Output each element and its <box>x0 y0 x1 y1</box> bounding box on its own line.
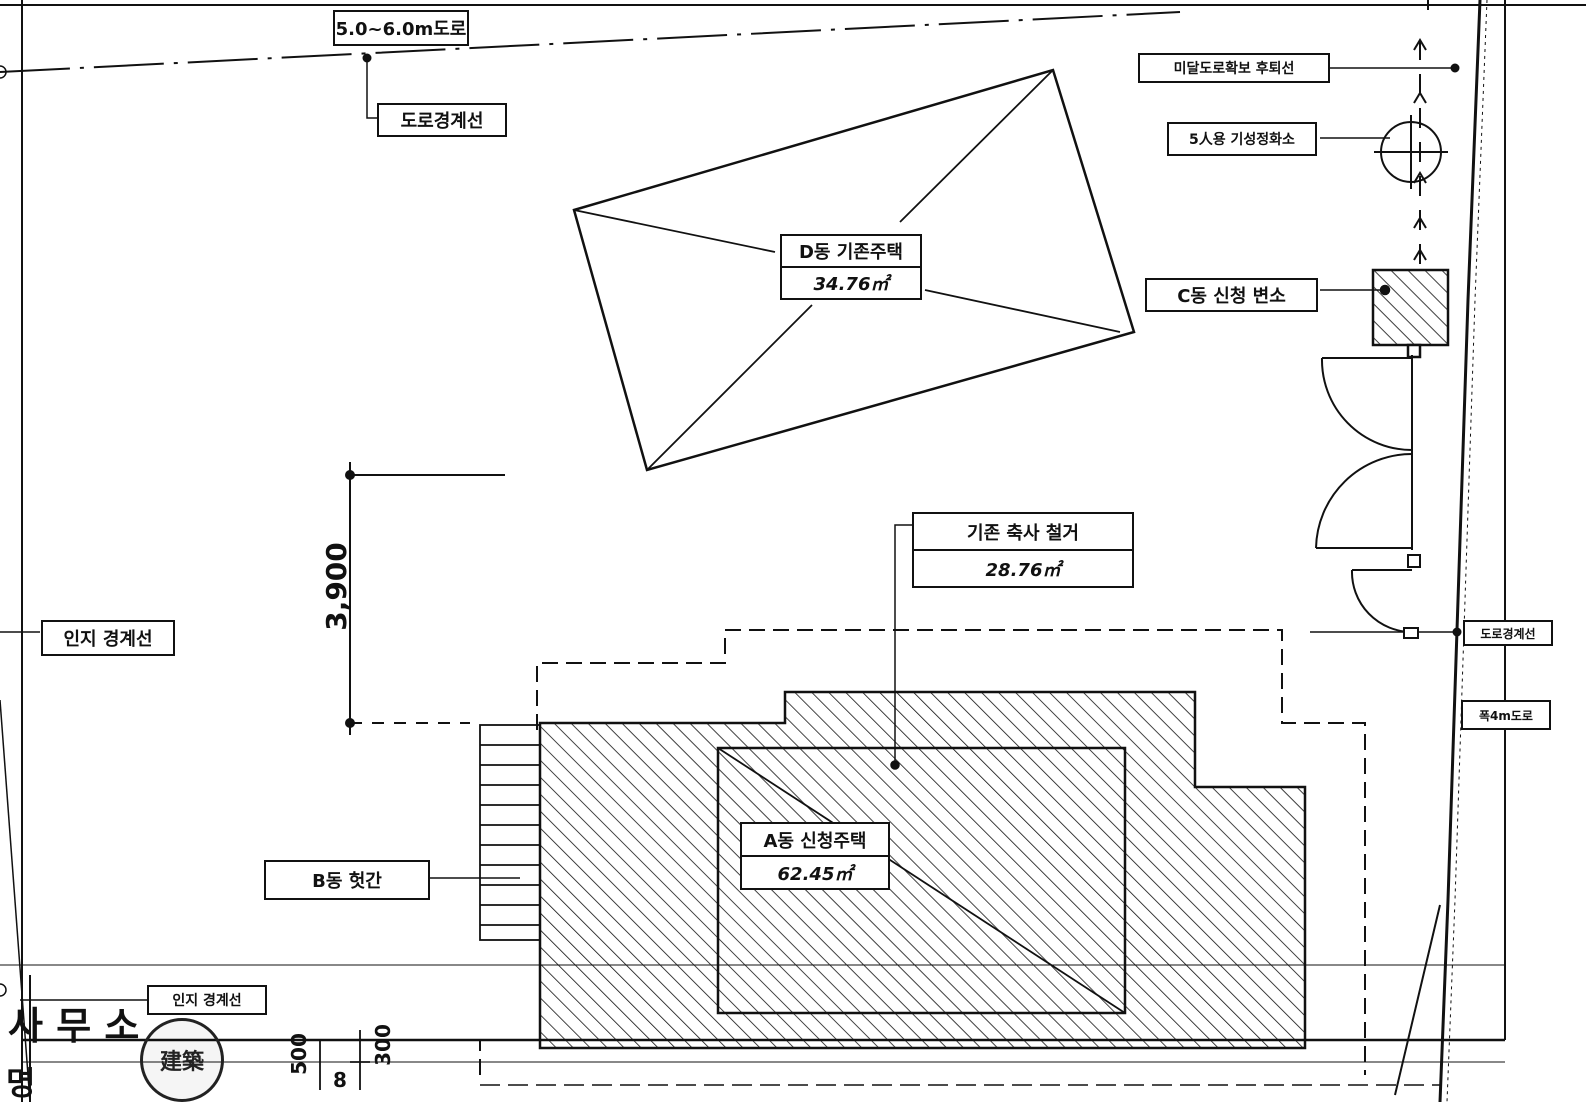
demolished-barn-area-box: 기존 축사 철거 28.76㎡ <box>912 512 1134 588</box>
road-centerline <box>0 11 1181 633</box>
road-boundary-label: 도로경계선 <box>377 103 507 137</box>
seal-stamp: 建築 <box>140 1018 224 1102</box>
bottom-dimensions <box>310 1030 370 1090</box>
building-c-toilet <box>1320 268 1450 359</box>
building-a-area: 62.45㎡ <box>742 855 888 888</box>
dashed-outline <box>479 629 1366 1075</box>
bottom-dimension-500: 500 <box>286 1033 311 1075</box>
building-b-barn <box>430 724 541 941</box>
setback-dimension-text: 3,900 <box>319 542 353 631</box>
road-boundary-right-label: 도로경계선 <box>1463 620 1553 646</box>
barn-b-label: B동 헛간 <box>264 860 430 900</box>
setback-dimension <box>345 462 505 735</box>
lot-boundary-bottom-label: 인지 경계선 <box>147 985 267 1015</box>
building-d-name: D동 기존주택 <box>798 242 903 263</box>
lot-boundary-left-label: 인지 경계선 <box>41 620 175 656</box>
future-road-line-label: 미달도로확보 후퇴선 <box>1138 53 1330 83</box>
gate-swings <box>1315 355 1421 639</box>
road-width-label: 5.0~6.0m도로 <box>333 10 469 46</box>
building-d-area-box: D동 기존주택 34.76㎡ <box>780 234 922 300</box>
road-right-label: 폭4m도로 <box>1461 700 1551 730</box>
building-d-area: 34.76㎡ <box>782 266 920 298</box>
septic-tank-symbol <box>1374 115 1448 189</box>
demolished-barn-area: 28.76㎡ <box>914 549 1132 586</box>
building-a-new-house <box>538 690 1307 1050</box>
toilet-c-label: C동 신청 변소 <box>1145 278 1318 312</box>
bottom-dimension-8: 8 <box>333 1068 347 1092</box>
building-a-name: A동 신청주택 <box>763 830 867 852</box>
name-fragment: 명 <box>6 1064 36 1102</box>
left-edge-marks <box>0 65 7 997</box>
septic-tank-label: 5人용 기성정화소 <box>1167 122 1317 156</box>
building-a-area-box: A동 신청주택 62.45㎡ <box>740 822 890 890</box>
right-road-edge <box>0 0 1488 1102</box>
office-title-fragment: 사 무 소 <box>8 1003 140 1048</box>
demolished-leader <box>890 524 912 770</box>
demolished-barn-name: 기존 축사 철거 <box>967 522 1079 544</box>
bottom-dimension-300: 300 <box>370 1024 395 1066</box>
building-d-existing-house <box>572 68 1136 472</box>
